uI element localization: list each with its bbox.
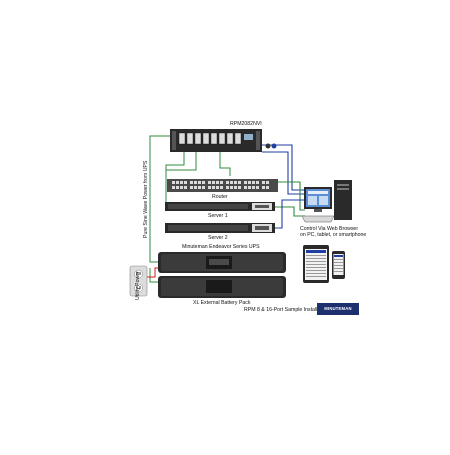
network-cables — [250, 144, 305, 229]
server-1-unit — [165, 202, 275, 211]
network-cable — [278, 181, 305, 211]
router-label: Router — [212, 194, 228, 200]
pdu-power-feed — [149, 135, 170, 263]
pdu-unit — [170, 129, 277, 152]
ethernet-cable — [250, 144, 305, 191]
pdu-label: RPM2082NVI — [230, 121, 262, 127]
wall-outlet — [129, 265, 148, 297]
utility-power-line — [147, 267, 160, 278]
ups-label: Minuteman Endeavor Series UPS — [182, 244, 260, 250]
ups-output — [149, 268, 158, 283]
outlet-cord — [165, 152, 185, 182]
smartphone — [332, 251, 345, 279]
pdu-display — [244, 134, 253, 140]
ups-power-label: Pure Sine Wave Power from UPS — [143, 160, 149, 238]
network-cable — [275, 199, 305, 229]
outlet-cord — [165, 152, 197, 205]
server-2-unit — [165, 223, 275, 233]
battery-label: XL External Battery Pack — [193, 300, 251, 306]
computer-label: Control Via Web Browser on PC, tablet, o… — [300, 226, 367, 239]
battery-pack-unit — [158, 276, 286, 298]
server-2-label: Server 2 — [208, 235, 228, 241]
ethernet-cable — [262, 151, 305, 195]
pdu-outlets — [178, 132, 242, 145]
minuteman-logo: MINUTEMAN — [317, 303, 359, 315]
computer — [301, 180, 352, 223]
outlet-cord — [219, 152, 231, 176]
server-1-label: Server 1 — [208, 213, 228, 219]
power-cables — [149, 135, 231, 283]
network-cable — [275, 206, 305, 217]
keyboard — [301, 215, 335, 223]
caption: RPM 8 & 16-Port Sample Installation — [244, 307, 329, 313]
ups-unit — [158, 252, 286, 273]
router-unit — [167, 179, 278, 192]
tablet — [303, 245, 329, 283]
router-ports — [172, 181, 269, 189]
utility-power-label: Utility Power — [135, 271, 141, 300]
